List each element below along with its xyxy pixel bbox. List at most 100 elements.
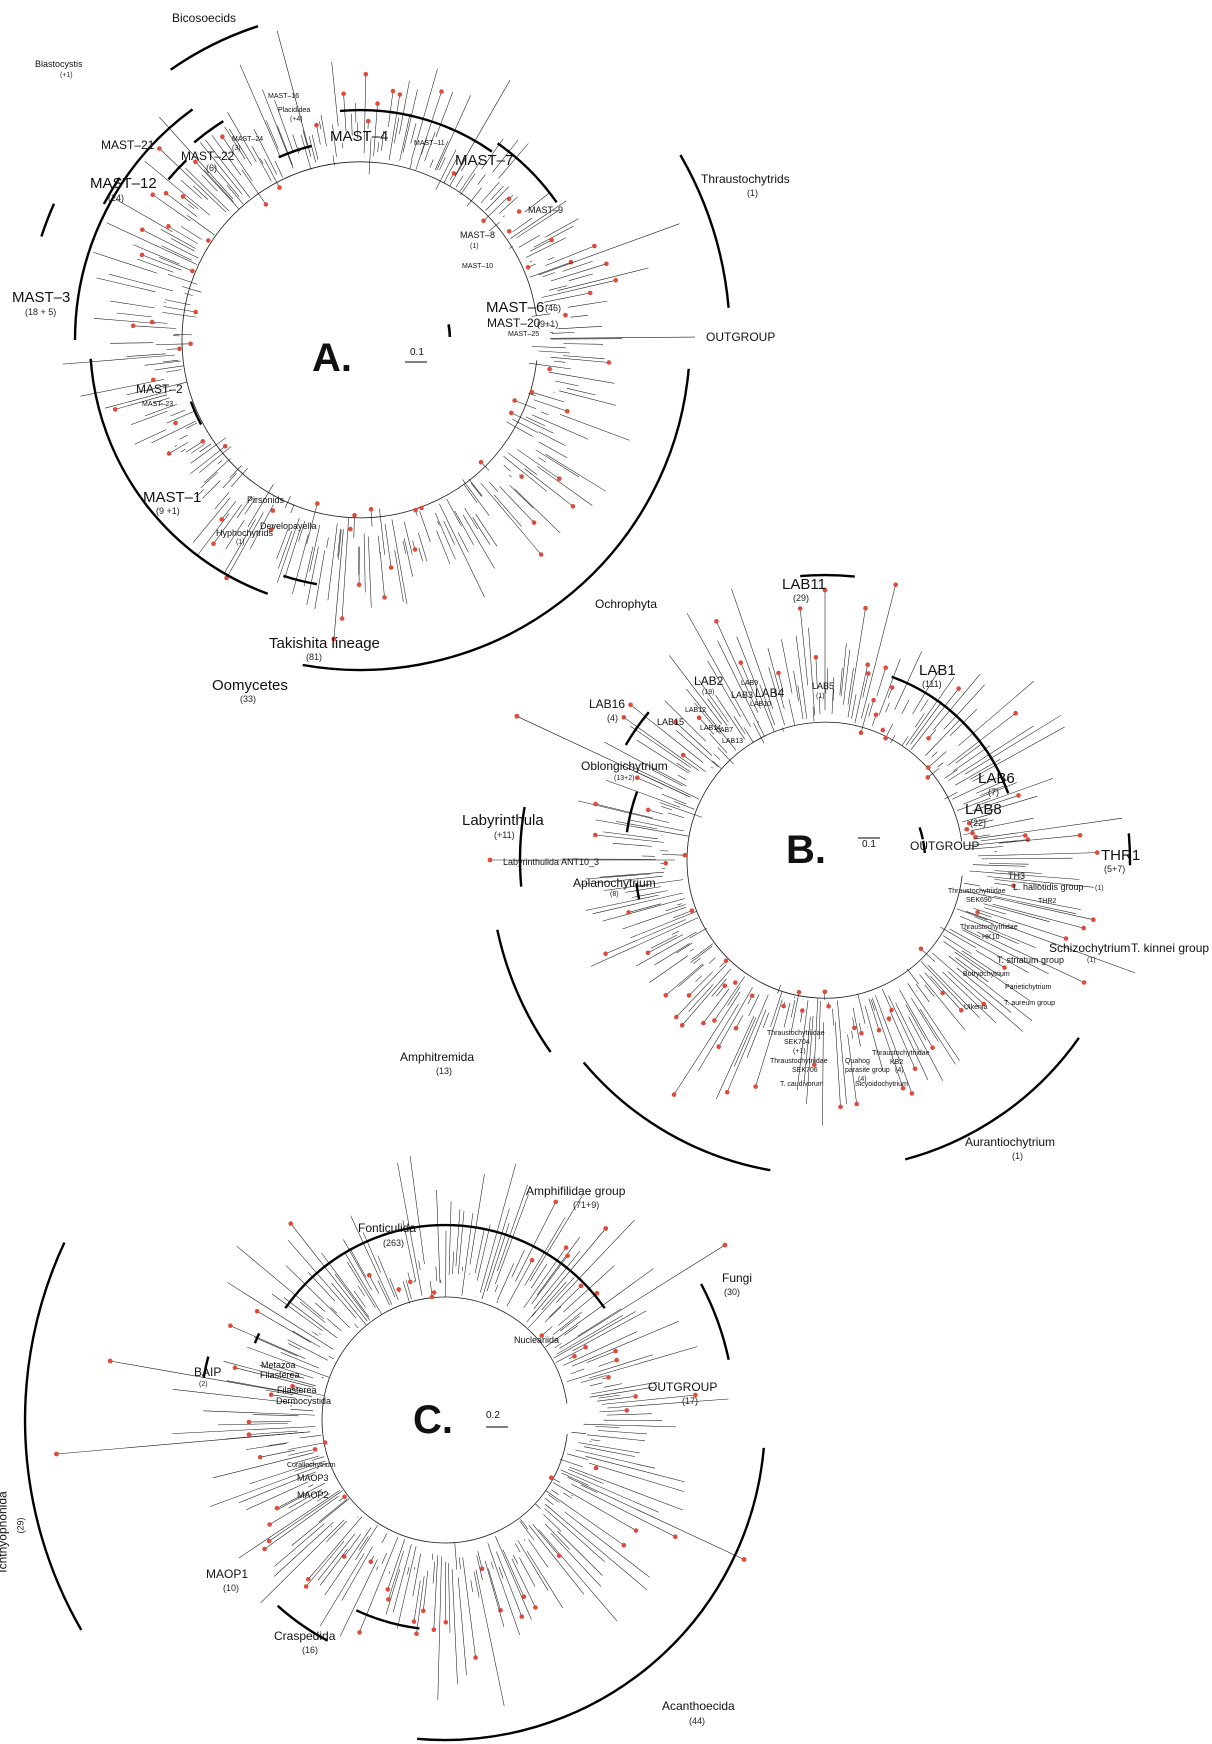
tree-c-leaf-marker xyxy=(267,1522,272,1527)
tree-c-branch xyxy=(378,1256,395,1298)
count-placididea: (+4) xyxy=(290,116,303,123)
tree-b-leaf-marker xyxy=(965,827,970,832)
tree-c-branch xyxy=(312,1332,318,1336)
tree-c-leaf-marker xyxy=(444,1620,449,1625)
tree-a-branch xyxy=(186,423,197,429)
tree-c-leaf-marker xyxy=(412,1619,417,1624)
tree-b-branch xyxy=(915,714,924,728)
tree-b-leaf-marker xyxy=(1078,833,1083,838)
tree-c-branch xyxy=(515,1544,520,1553)
tree-b-leaf-marker xyxy=(863,606,868,611)
tree-c-branch xyxy=(503,1550,524,1597)
tree-c-branch xyxy=(253,1415,299,1416)
count-mast3: (18 + 5) xyxy=(25,308,56,317)
tree-b-branch xyxy=(677,763,691,772)
tree-c-leaf-marker xyxy=(430,1295,435,1300)
tree-b-branch xyxy=(789,699,795,725)
tree-c-leaf-marker xyxy=(357,1630,362,1635)
tree-b-branch xyxy=(879,659,900,716)
clade-mast21: MAST–21 xyxy=(101,139,154,151)
tree-c-leaf-marker xyxy=(530,1258,535,1263)
tree-b-leaf-marker xyxy=(1081,926,1086,931)
tree-c-branch xyxy=(564,1326,578,1336)
tree-b-leaf-marker xyxy=(646,808,651,813)
tree-c-leaf-marker xyxy=(108,1359,113,1364)
tree-a-leaf-marker xyxy=(565,409,570,414)
tree-a-branch xyxy=(309,136,316,162)
tree-c-branch xyxy=(249,1422,291,1423)
tree-b-branch xyxy=(932,752,938,757)
tree-a-leaf-marker xyxy=(571,504,576,509)
clade-lab16: LAB16 xyxy=(589,698,625,710)
tree-a-branch xyxy=(204,170,234,203)
clade-craspedida: Craspedida xyxy=(274,1630,335,1642)
tree-a-leaf-marker xyxy=(364,72,369,77)
tree-b-leaf-marker xyxy=(1023,833,1028,838)
tree-b-branch xyxy=(963,891,1094,920)
tree-b-leaf-marker xyxy=(724,959,729,964)
tree-a-leaf-marker xyxy=(507,197,512,202)
tree-a-branch xyxy=(494,495,521,527)
tree-a-clade-bracket xyxy=(41,204,54,237)
clade-maop3: MAOP3 xyxy=(297,1474,329,1483)
tree-b-branch xyxy=(649,956,688,983)
clade-pirsonids: Pirsonids xyxy=(247,496,284,505)
tree-b-branch xyxy=(796,636,807,719)
tree-c-branch xyxy=(520,1519,528,1529)
tree-a-branch xyxy=(186,441,203,452)
tree-c-branch xyxy=(327,1319,341,1331)
count-lab6: (7) xyxy=(988,788,999,797)
clade-lab13: LAB13 xyxy=(722,738,743,745)
tree-c-branch xyxy=(389,1572,390,1574)
tree-c-leaf-marker xyxy=(606,1375,611,1380)
clade-lab11: LAB11 xyxy=(782,577,826,592)
tree-c-branch xyxy=(369,1275,379,1293)
tree-a-long-branch xyxy=(539,224,680,275)
tree-b-branch xyxy=(982,858,1073,859)
tree-a-branch xyxy=(171,410,186,416)
tree-a-long-branch xyxy=(550,337,695,338)
tree-b-leaf-marker xyxy=(1095,850,1100,855)
tree-c-branch xyxy=(320,1553,364,1626)
tree-c-branch xyxy=(357,1517,358,1518)
tree-b-long-branch xyxy=(974,818,1123,839)
tree-a-leaf-marker xyxy=(512,398,517,403)
tree-c-leaf-marker xyxy=(306,1577,311,1582)
tree-b-branch xyxy=(596,804,653,818)
tree-b-branch xyxy=(925,973,943,993)
tree-b-branch xyxy=(999,835,1080,843)
clade-oblongichytrium: Oblongichytrium xyxy=(581,760,668,772)
tree-c-branch xyxy=(453,1252,454,1275)
tree-c-leaf-marker xyxy=(247,1420,252,1425)
tree-c-branch xyxy=(436,1267,437,1281)
tree-c-branch xyxy=(596,1427,620,1428)
tree-a-branch xyxy=(539,351,570,353)
tree-c-leaf-marker xyxy=(572,1354,577,1359)
tree-c-leaf-marker xyxy=(564,1245,569,1250)
tree-c-branch xyxy=(319,1333,320,1334)
count-labyrinthula: (+11) xyxy=(494,831,515,840)
tree-a-clade-bracket xyxy=(171,26,258,69)
tree-c-branch xyxy=(519,1558,535,1587)
tree-b-branch xyxy=(694,958,701,963)
tree-b-branch xyxy=(691,946,713,962)
tree-b-branch xyxy=(603,832,657,839)
tree-b-branch xyxy=(809,628,815,716)
tree-a-branch xyxy=(275,161,283,177)
tree-c-branch xyxy=(476,1570,504,1707)
clade-maop2: MAOP2 xyxy=(297,1491,329,1500)
tree-b-branch xyxy=(771,992,782,1027)
tree-c-branch xyxy=(306,1541,344,1587)
clade-mast1: MAST–1 xyxy=(143,490,201,505)
tree-c-branch xyxy=(308,1485,314,1488)
tree-a-branch xyxy=(227,513,264,579)
tree-a-leaf-marker xyxy=(181,194,186,199)
tree-c-leaf-marker xyxy=(258,1455,263,1460)
tree-c-branch xyxy=(581,1485,598,1493)
tree-a-branch xyxy=(530,240,552,251)
tree-c-branch xyxy=(567,1454,588,1460)
tree-c-branch xyxy=(414,1581,420,1622)
tree-a-branch xyxy=(116,199,172,232)
clade-lab12: LAB12 xyxy=(685,707,706,714)
tree-b-branch xyxy=(648,810,663,814)
